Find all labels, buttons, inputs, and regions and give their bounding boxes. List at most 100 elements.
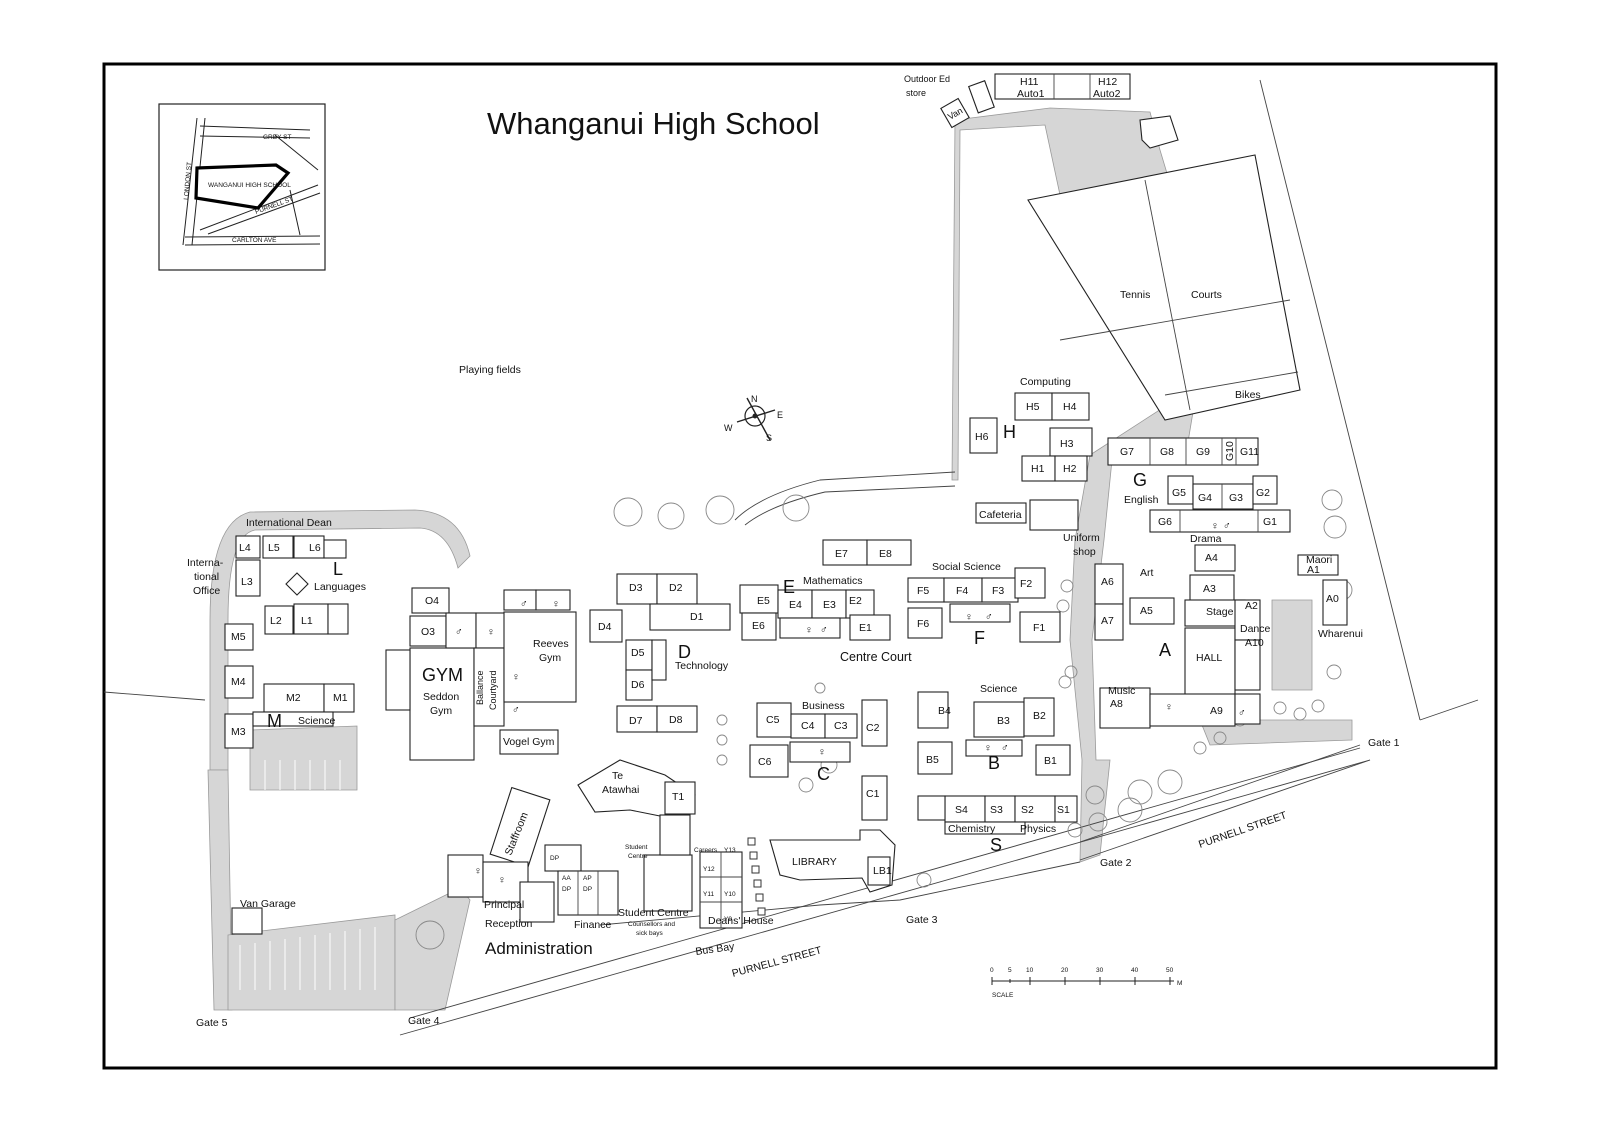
inset-grey-st: GREY ST — [263, 134, 291, 141]
room-b4: B4 — [938, 705, 951, 717]
room-f4: F4 — [956, 585, 968, 597]
label-vogel-gym: Vogel Gym — [503, 736, 555, 748]
small-room-labels: DP DP DP AA AP Y9 Y10 Y11 Y12 Y13 — [550, 847, 736, 923]
label-languages: Languages — [314, 581, 366, 593]
label-van-garage: Van Garage — [240, 898, 296, 910]
male-icon: ♂ — [985, 611, 993, 623]
label-seddon-gym: Gym — [430, 705, 452, 717]
room-d8: D8 — [669, 714, 683, 726]
room-m2: M2 — [286, 692, 301, 704]
page-title: Whanganui High School — [487, 106, 820, 141]
block-d: D — [678, 642, 691, 662]
room-t1: T1 — [672, 791, 684, 803]
female-icon: ♀ — [487, 626, 495, 638]
room-g3: G3 — [1229, 492, 1243, 504]
room-d6: D6 — [631, 679, 645, 691]
room-e7: E7 — [835, 548, 848, 560]
room-e2: E2 — [849, 595, 862, 607]
room-h3: H3 — [1060, 438, 1074, 450]
room-f3: F3 — [992, 585, 1004, 597]
room-y10: Y10 — [724, 891, 736, 898]
room-dp-3: DP — [583, 886, 592, 893]
room-g8: G8 — [1160, 446, 1174, 458]
label-science-b: Science — [980, 683, 1018, 695]
room-a10: A10 — [1245, 637, 1264, 649]
room-e1: E1 — [859, 622, 872, 634]
compass-e: E — [777, 410, 783, 420]
female-icon: ♀ — [984, 742, 992, 754]
room-e5: E5 — [757, 595, 770, 607]
room-y11: Y11 — [703, 891, 714, 898]
scale-bar: 0 5 10 20 30 40 50 M SCALE — [990, 967, 1182, 999]
label-uniform: Uniform — [1063, 532, 1100, 544]
label-atawhai: Atawhai — [602, 784, 639, 796]
label-gate-2: Gate 2 — [1100, 857, 1132, 869]
block-f: F — [974, 628, 985, 648]
room-dp-2: DP — [562, 886, 571, 893]
room-g11: G11 — [1240, 446, 1259, 458]
compass-w: W — [724, 423, 733, 433]
compass-n: N — [751, 394, 758, 404]
label-outdoor-store: store — [906, 88, 926, 98]
label-gate-5: Gate 5 — [196, 1017, 228, 1029]
label-mathematics: Mathematics — [803, 575, 863, 587]
room-a0: A0 — [1326, 593, 1339, 605]
label-science-m: Science — [298, 715, 336, 727]
room-e4: E4 — [789, 599, 802, 611]
male-icon: ♂ — [1001, 742, 1009, 754]
room-a6: A6 — [1101, 576, 1114, 588]
room-l6: L6 — [309, 542, 321, 554]
label-ballance: Ballance — [475, 670, 485, 705]
room-b2: B2 — [1033, 710, 1046, 722]
label-computing: Computing — [1020, 376, 1071, 388]
label-library: LIBRARY — [792, 856, 837, 868]
inset-carlton-ave: CARLTON AVE — [232, 237, 277, 244]
scale-tick-20: 20 — [1061, 967, 1069, 974]
trees — [415, 489, 1353, 950]
room-m3: M3 — [231, 726, 246, 738]
room-o3: O3 — [421, 626, 435, 638]
label-gate-1: Gate 1 — [1368, 737, 1400, 749]
parking-stripes — [239, 760, 376, 990]
label-art: Art — [1140, 567, 1154, 579]
label-reeves-gym: Gym — [539, 652, 561, 664]
label-gym: GYM — [422, 665, 463, 685]
label-drama: Drama — [1190, 533, 1222, 545]
label-stage: Stage — [1206, 606, 1234, 618]
female-icon: ♀ — [1165, 701, 1173, 713]
male-icon: ♂ — [1238, 707, 1246, 719]
room-m5: M5 — [231, 631, 246, 643]
scale-tick-30: 30 — [1096, 967, 1104, 974]
room-a3: A3 — [1203, 583, 1216, 595]
male-icon: ♂ — [512, 704, 520, 716]
label-playing-fields: Playing fields — [459, 364, 521, 376]
scale-label: SCALE — [992, 992, 1014, 999]
room-c3: C3 — [834, 720, 848, 732]
label-hall: HALL — [1196, 652, 1222, 664]
label-centre-court: Centre Court — [840, 650, 912, 664]
scale-tick-50: 50 — [1166, 967, 1174, 974]
block-m: M — [267, 711, 282, 731]
room-h12: H12 — [1098, 76, 1117, 88]
male-icon: ♂ — [1223, 520, 1231, 532]
female-icon: ♀ — [805, 624, 813, 636]
label-centre-small: Centre — [628, 853, 648, 860]
room-c1: C1 — [866, 788, 880, 800]
room-a2: A2 — [1245, 600, 1258, 612]
room-o4: O4 — [425, 595, 439, 607]
label-dance: Dance — [1240, 623, 1271, 635]
label-student-small: Student — [625, 844, 648, 851]
female-icon: ♀ — [474, 865, 482, 877]
label-student-centre: Student Centre — [618, 907, 689, 919]
female-icon: ♀ — [498, 874, 506, 886]
label-outdoor-ed: Outdoor Ed — [904, 74, 950, 84]
room-h2: H2 — [1063, 463, 1077, 475]
room-b5: B5 — [926, 754, 939, 766]
room-a5: A5 — [1140, 605, 1153, 617]
room-b1: B1 — [1044, 755, 1057, 767]
label-business: Business — [802, 700, 845, 712]
room-b3: B3 — [997, 715, 1010, 727]
room-e8: E8 — [879, 548, 892, 560]
label-physics: Physics — [1020, 823, 1056, 835]
room-a8: A8 — [1110, 698, 1123, 710]
